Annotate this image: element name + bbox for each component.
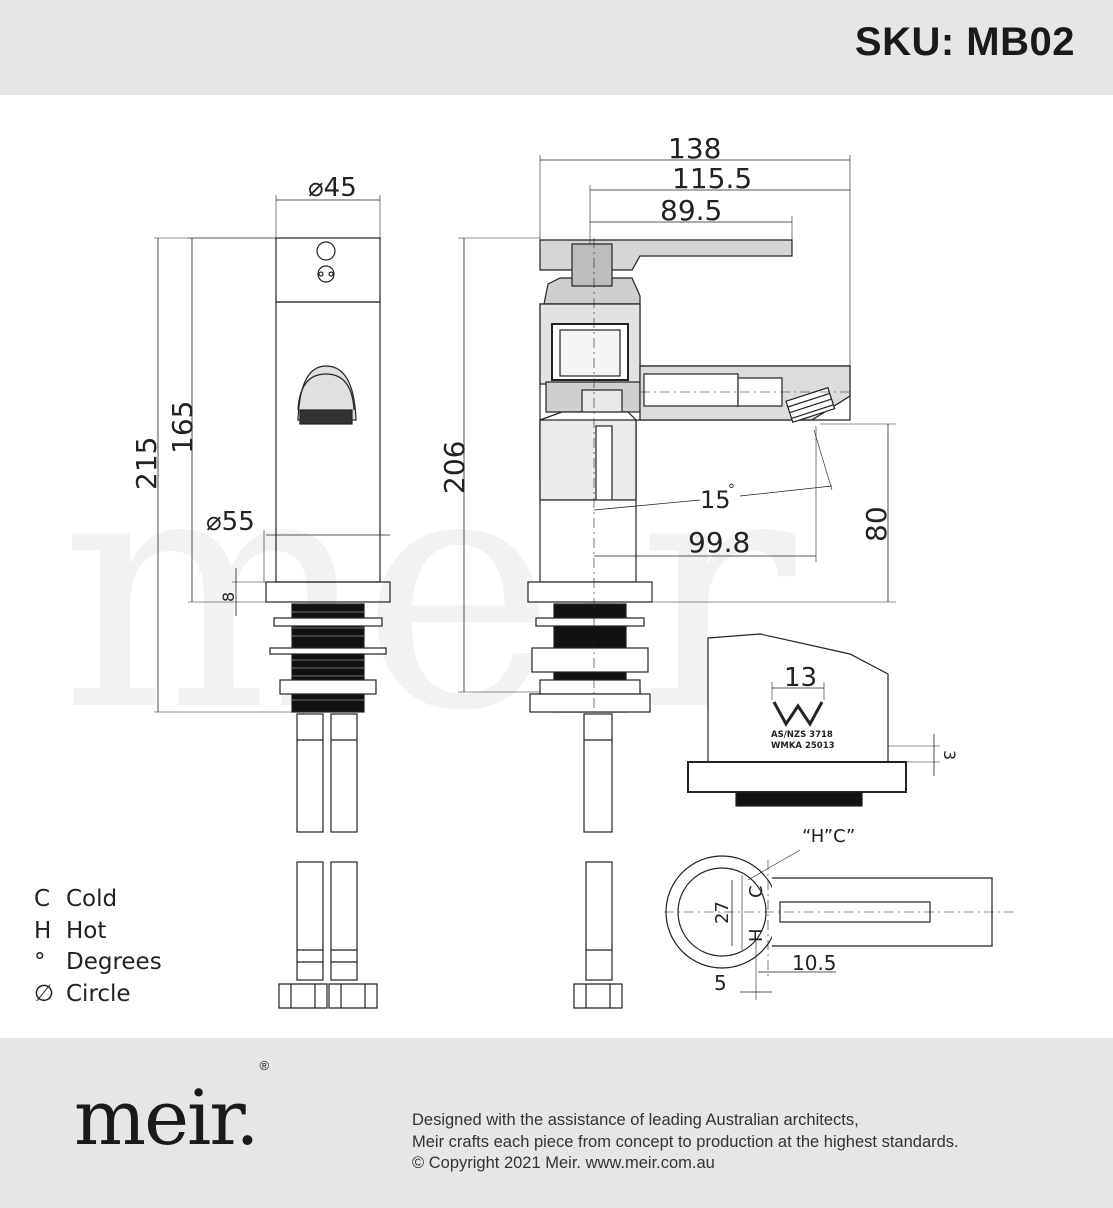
dim-side-diameter-top: ⌀45: [308, 173, 357, 203]
dim-side-height-overall: 215: [130, 437, 163, 490]
legend-item: ° Degrees: [34, 947, 162, 979]
legend-text: Circle: [66, 980, 131, 1007]
legend: C Cold H Hot ° Degrees ∅ Circle: [34, 884, 162, 1010]
registered-mark: ®: [259, 1057, 269, 1073]
dim-front-width-overall: 138: [668, 132, 721, 165]
legend-symbol: C: [34, 886, 51, 912]
header-bar: SKU: MB02: [0, 0, 1113, 95]
tagline-line-1: Designed with the assistance of leading …: [412, 1111, 859, 1129]
dim-side-height-body: 165: [166, 401, 199, 454]
dim-front-width-mid: 115.5: [672, 162, 752, 195]
dim-front-width-handle: 89.5: [660, 194, 722, 227]
dim-front-height: 206: [438, 441, 471, 494]
dim-side-diameter-base: ⌀55: [206, 507, 255, 537]
plan-dim-10-5: 10.5: [792, 951, 837, 975]
dim-detail-width: 13: [784, 663, 817, 693]
plan-dim-27: 27: [712, 901, 733, 924]
brand-name: meir.: [74, 1073, 259, 1162]
legend-item: C Cold: [34, 884, 162, 916]
plan-dim-5: 5: [714, 971, 727, 995]
dim-front-reach: 99.8: [688, 526, 750, 559]
legend-item: ∅ Circle: [34, 979, 162, 1011]
legend-symbol: ∅: [34, 980, 55, 1007]
footer-tagline: Designed with the assistance of leading …: [412, 1110, 959, 1175]
legend-text: Degrees: [66, 949, 162, 975]
legend-text: Cold: [66, 886, 118, 912]
plan-hc-label: “H”C”: [802, 826, 855, 847]
dim-front-spout-height: 80: [860, 506, 893, 542]
stamp-line-2: WMKA 25013: [771, 741, 835, 751]
tagline-line-2: Meir crafts each piece from concept to p…: [412, 1132, 959, 1151]
plan-label-c: C: [746, 885, 767, 898]
side-view: [154, 195, 391, 1009]
detail-view: [687, 633, 940, 807]
plan-label-h: H: [746, 928, 767, 942]
dim-detail-depth: 3: [940, 750, 959, 760]
legend-text: Hot: [66, 917, 107, 944]
sku-label: SKU: MB02: [854, 20, 1075, 64]
legend-symbol: °: [34, 949, 46, 975]
plan-view: [664, 849, 1018, 1000]
front-section-view: [458, 155, 896, 1009]
dim-front-angle-degree: °: [728, 482, 735, 498]
brand-logo: meir.®: [74, 1059, 269, 1156]
legend-item: H Hot: [34, 916, 162, 948]
legend-symbol: H: [34, 917, 52, 944]
dim-side-base-thickness: 8: [219, 592, 238, 602]
copyright-line: © Copyright 2021 Meir. www.meir.com.au: [412, 1154, 715, 1172]
dim-front-angle: 15: [700, 486, 731, 514]
footer: [0, 1038, 1113, 1208]
stamp-line-1: AS/NZS 3718: [771, 730, 833, 740]
